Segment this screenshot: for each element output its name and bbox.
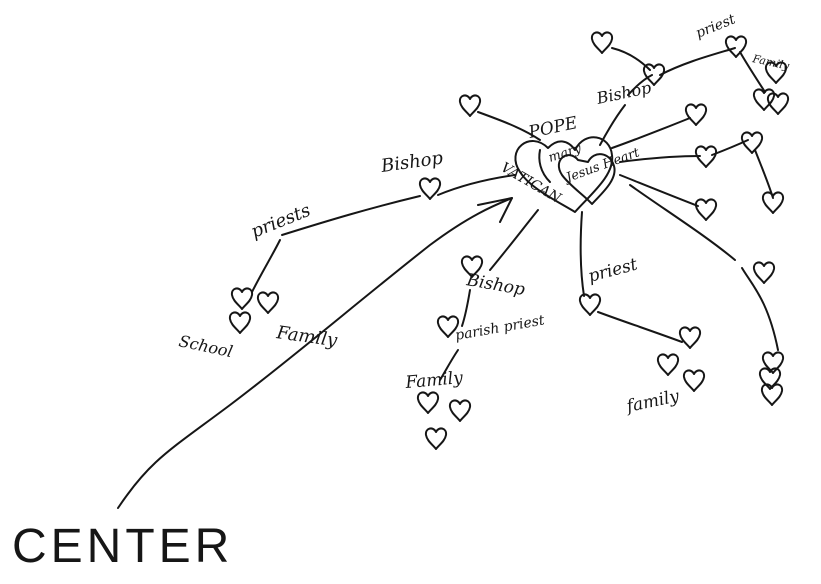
arrow-icon bbox=[477, 197, 513, 223]
line-top-left-heart bbox=[611, 47, 651, 71]
label-parish-priest: parish priest bbox=[454, 312, 546, 344]
line-hub-long-right bbox=[629, 184, 736, 261]
label-bishop-top: Bishop bbox=[594, 78, 653, 108]
line-hub-right-heart-1 bbox=[611, 117, 691, 149]
line-top-priest bbox=[659, 47, 736, 76]
line-bishop-parish bbox=[461, 289, 471, 327]
heart-icon bbox=[684, 103, 708, 126]
line-hub-bishop-top bbox=[599, 104, 626, 146]
central-hub bbox=[514, 136, 616, 213]
line-hub-right-heart-2 bbox=[619, 155, 701, 163]
line-priest-right-family bbox=[597, 311, 683, 343]
heart-icon bbox=[752, 261, 776, 284]
heart-icon bbox=[740, 131, 764, 154]
heart-icon bbox=[448, 399, 472, 422]
heart-icon bbox=[682, 369, 706, 392]
heart-icon bbox=[424, 427, 448, 450]
heart-icon bbox=[416, 391, 440, 414]
label-school: School bbox=[177, 331, 234, 361]
label-priests-left: priests bbox=[248, 200, 314, 243]
heart-icon bbox=[760, 383, 784, 406]
label-family-right: family bbox=[623, 386, 681, 417]
line-center-arrow bbox=[117, 197, 513, 509]
labels: POPE mary VATICAN Jesus Heart Bishop Bis… bbox=[12, 11, 791, 573]
line-bishop-left-priests bbox=[281, 195, 421, 236]
line-hub-bishop-left bbox=[437, 174, 516, 196]
heart-icon bbox=[256, 291, 280, 314]
line-hub-priest-right bbox=[579, 211, 585, 297]
line-hub-topleft-heart bbox=[477, 111, 541, 141]
line-priest-family-top bbox=[739, 51, 766, 93]
line-far-right-down bbox=[754, 149, 774, 199]
line-priests-school bbox=[251, 239, 281, 293]
heart-icon bbox=[230, 287, 254, 310]
label-bishop-left: Bishop bbox=[379, 147, 445, 177]
connector-lines bbox=[117, 47, 779, 509]
heart-icon bbox=[228, 311, 252, 334]
label-center: CENTER bbox=[12, 520, 233, 573]
line-hub-bishop-center bbox=[489, 209, 539, 271]
heart-icon bbox=[458, 94, 482, 117]
line-parish-family bbox=[439, 349, 459, 381]
line-hub-midright-heart bbox=[619, 174, 699, 207]
heart-icon bbox=[678, 326, 702, 349]
heart-icon bbox=[656, 353, 680, 376]
line-bishop-top-heart bbox=[627, 74, 653, 96]
line-long-right-down bbox=[741, 267, 779, 351]
label-priest-right: priest bbox=[586, 255, 640, 287]
label-family-center: Family bbox=[404, 368, 464, 393]
hearts bbox=[228, 31, 790, 450]
label-pope: POPE bbox=[526, 113, 580, 143]
heart-icon bbox=[590, 31, 614, 55]
heart-icon bbox=[418, 177, 442, 200]
label-family-top: Family bbox=[750, 52, 791, 73]
heart-icon bbox=[694, 198, 718, 221]
heart-icon bbox=[761, 191, 785, 214]
heart-icon bbox=[724, 35, 748, 59]
heart-icon bbox=[557, 153, 616, 205]
label-bishop-center: Bishop bbox=[464, 270, 526, 300]
heart-icon bbox=[514, 136, 614, 213]
